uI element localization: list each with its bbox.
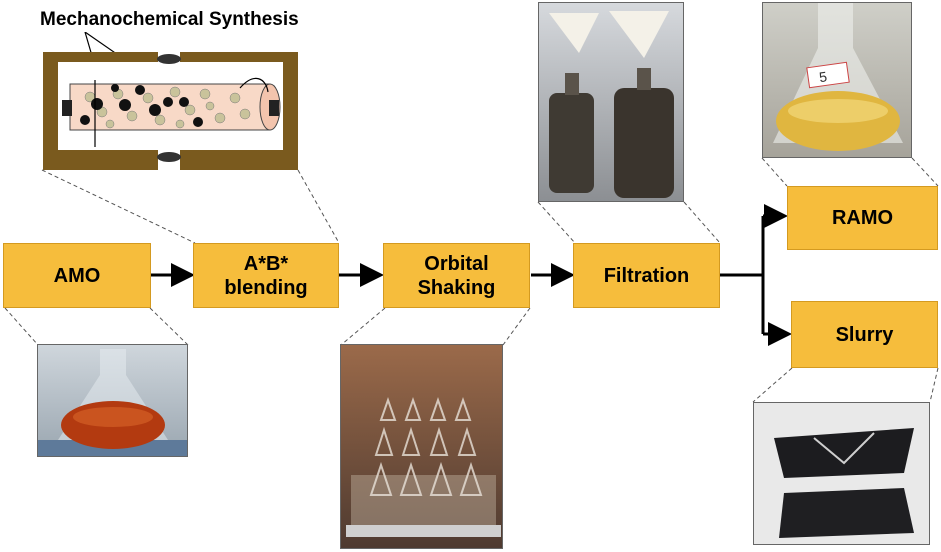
step-slurry-label: Slurry	[835, 323, 894, 346]
step-filtration: Filtration	[573, 243, 720, 308]
step-ramo: RAMO	[787, 186, 938, 250]
photo-ramo-flask: 5	[762, 2, 912, 158]
step-shaking-label: Orbital Shaking	[417, 252, 496, 299]
step-ramo-label: RAMO	[831, 207, 894, 229]
step-shaking: Orbital Shaking	[383, 243, 530, 308]
step-amo-label: AMO	[53, 264, 101, 287]
photo-orbital-shaker	[340, 344, 503, 549]
step-blending: A*B* blending	[193, 243, 339, 308]
step-filtration-label: Filtration	[603, 264, 690, 287]
step-slurry: Slurry	[791, 301, 938, 368]
zoom-lines	[4, 157, 939, 403]
flask-label-text: 5	[818, 68, 828, 85]
step-blending-label: A*B* blending	[224, 252, 308, 299]
ball-mill-illustration	[43, 32, 298, 170]
photo-slurry	[753, 402, 930, 545]
photo-amo-flask	[37, 344, 188, 457]
step-amo: AMO	[3, 243, 151, 308]
diagram-title: Mechanochemical Synthesis	[40, 9, 299, 30]
photo-filtration	[538, 2, 684, 202]
